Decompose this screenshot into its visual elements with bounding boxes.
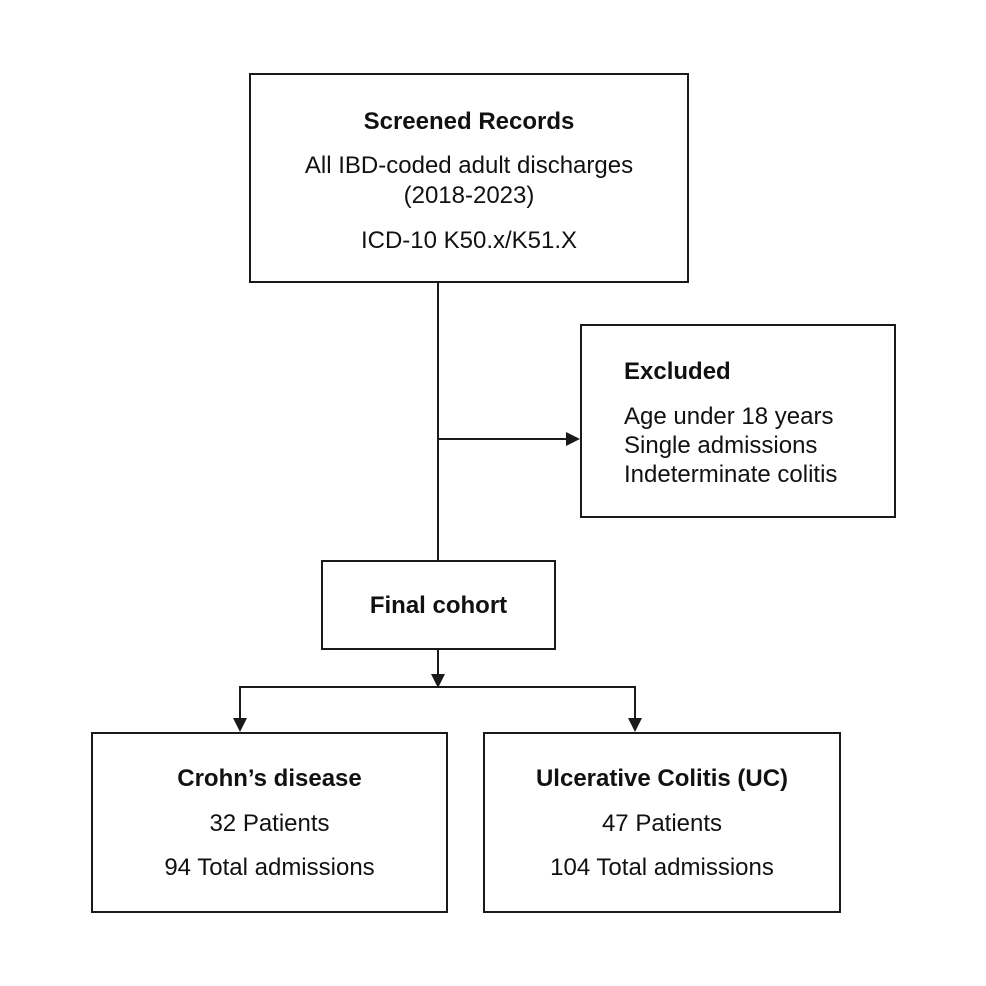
ulcerative-colitis-box: Ulcerative Colitis (UC) 47 Patients 104 …: [483, 732, 841, 913]
uc-admissions: 104 Total admissions: [550, 854, 774, 881]
connector-to-excluded: [439, 438, 567, 440]
arrow-to-excluded-icon: [566, 432, 580, 446]
final-cohort-title: Final cohort: [369, 592, 508, 619]
excluded-box: Excluded Age under 18 years Single admis…: [580, 324, 896, 518]
connector-branch-left: [239, 686, 241, 720]
excluded-title: Excluded: [624, 358, 731, 385]
crohns-admissions: 94 Total admissions: [164, 854, 375, 881]
connector-cohort-down: [437, 650, 439, 676]
arrow-to-crohns-icon: [233, 718, 247, 732]
screened-records-box: Screened Records All IBD-coded adult dis…: [249, 73, 689, 283]
uc-patients: 47 Patients: [601, 810, 723, 837]
excluded-item: Indeterminate colitis: [624, 461, 838, 488]
crohns-disease-box: Crohn’s disease 32 Patients 94 Total adm…: [91, 732, 448, 913]
excluded-item: Single admissions: [624, 432, 818, 459]
crohns-patients: 32 Patients: [209, 810, 330, 837]
screened-records-line2: (2018-2023): [403, 182, 535, 209]
screened-records-title: Screened Records: [363, 108, 575, 135]
screened-records-line3: ICD-10 K50.x/K51.X: [360, 227, 578, 254]
connector-main-vertical: [437, 283, 439, 561]
ulcerative-colitis-title: Ulcerative Colitis (UC): [535, 765, 789, 792]
excluded-item: Age under 18 years: [624, 403, 834, 430]
connector-branch-horizontal: [239, 686, 636, 688]
arrow-cohort-down-icon: [431, 674, 445, 688]
final-cohort-box: Final cohort: [321, 560, 556, 650]
crohns-disease-title: Crohn’s disease: [177, 765, 362, 792]
connector-branch-right: [634, 686, 636, 720]
arrow-to-uc-icon: [628, 718, 642, 732]
screened-records-line1: All IBD-coded adult discharges: [304, 152, 634, 179]
